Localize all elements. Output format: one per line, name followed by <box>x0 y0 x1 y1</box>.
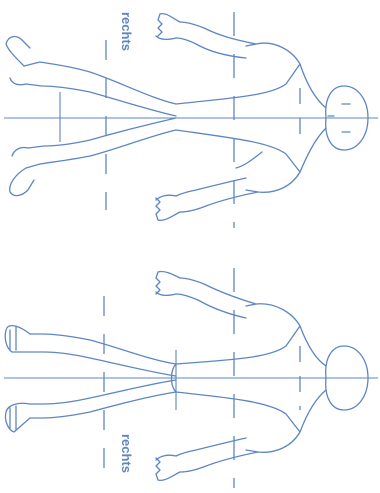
back-view-arm-top <box>176 22 256 58</box>
back-view-hand-top <box>156 14 180 40</box>
front-view-hand-bottom <box>156 455 180 480</box>
back-view-leg-bottom <box>26 118 176 168</box>
front-view-foot-top <box>5 326 30 352</box>
back-view-calf-mark <box>236 152 262 168</box>
back-view-side-label: rechts <box>119 12 134 51</box>
back-view-foot-bottom <box>10 147 34 195</box>
front-view-arm-bottom <box>176 438 258 472</box>
front-view-leg-top <box>30 334 176 376</box>
back-view-hand-bottom <box>156 195 180 220</box>
back-view-arm-bottom <box>176 178 258 212</box>
figure-front-view <box>4 268 378 488</box>
front-view-arm-top <box>176 278 256 318</box>
back-view-foot-top <box>6 37 30 85</box>
front-view-hand-top <box>156 271 180 295</box>
figure-back-view <box>4 12 378 228</box>
front-view-leg-bottom <box>30 380 176 418</box>
front-view-side-label: rechts <box>119 434 134 473</box>
front-view-foot-bottom <box>5 403 30 432</box>
back-view-leg-top <box>24 62 176 116</box>
